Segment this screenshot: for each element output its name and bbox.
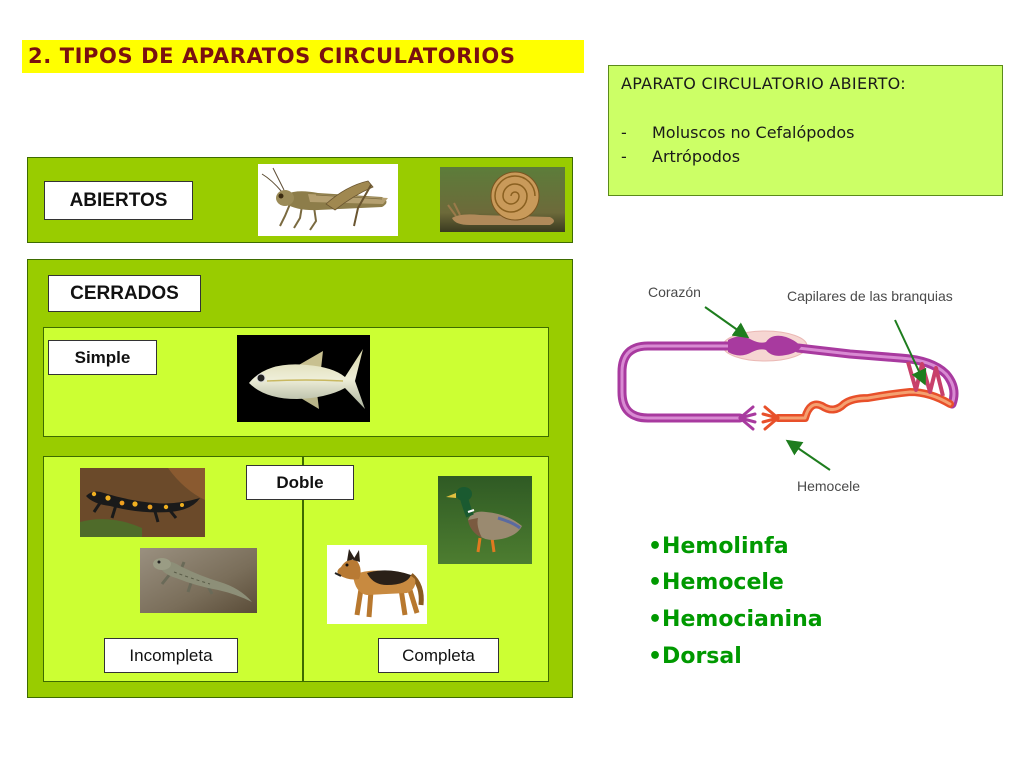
doble-divider bbox=[302, 456, 304, 682]
open-system-info-box: APARATO CIRCULATORIO ABIERTO: - Moluscos … bbox=[608, 65, 1003, 196]
fish-image bbox=[237, 335, 370, 422]
dog-image bbox=[327, 545, 427, 624]
snail-body bbox=[447, 202, 554, 225]
grasshopper-front-legs bbox=[279, 203, 318, 231]
info-heading: APARATO CIRCULATORIO ABIERTO: bbox=[621, 74, 906, 93]
info-item-text: Artrópodos bbox=[652, 147, 741, 166]
salamander-image bbox=[80, 468, 205, 537]
label-hemocele: Hemocele bbox=[797, 478, 861, 494]
vessel-return bbox=[774, 388, 954, 422]
label-corazon: Corazón bbox=[648, 284, 701, 300]
bullet-item: •Hemolinfa bbox=[648, 534, 789, 559]
simple-label: Simple bbox=[48, 340, 157, 375]
abiertos-label: ABIERTOS bbox=[44, 181, 193, 220]
grasshopper-hind-leg bbox=[325, 180, 374, 227]
lizard-image bbox=[140, 548, 257, 613]
list-dash: - bbox=[621, 147, 627, 166]
bullet-item: •Hemocianina bbox=[648, 607, 823, 632]
arrow-hemocele bbox=[785, 439, 831, 471]
lizard-body bbox=[153, 558, 252, 602]
heart bbox=[728, 335, 801, 356]
info-list-item: - Moluscos no Cefalópodos bbox=[621, 123, 854, 142]
pointer-arrows bbox=[704, 306, 927, 471]
slide-title: 2. TIPOS DE APARATOS CIRCULATORIOS bbox=[22, 40, 584, 73]
arrow-capilares bbox=[894, 319, 927, 386]
dog-body bbox=[334, 549, 424, 618]
bullet-item: •Hemocele bbox=[648, 570, 784, 595]
vessel-dorsal bbox=[617, 341, 959, 423]
info-item-text: Moluscos no Cefalópodos bbox=[652, 123, 855, 142]
leaf bbox=[168, 468, 205, 500]
duck-image bbox=[438, 476, 532, 564]
grasshopper-image bbox=[258, 164, 398, 236]
arrow-corazon bbox=[704, 306, 750, 339]
completa-label: Completa bbox=[378, 638, 499, 673]
doble-label: Doble bbox=[246, 465, 354, 500]
incompleta-label: Incompleta bbox=[104, 638, 238, 673]
fish-body bbox=[249, 349, 365, 409]
info-list-item: - Artrópodos bbox=[621, 147, 740, 166]
duck-body bbox=[446, 487, 522, 553]
right-capillaries bbox=[761, 405, 780, 431]
label-capilares: Capilares de las branquias bbox=[787, 288, 953, 304]
moss bbox=[80, 519, 142, 537]
left-capillaries bbox=[738, 405, 757, 431]
bullet-item: •Dorsal bbox=[648, 644, 742, 669]
grasshopper-antennae bbox=[261, 167, 285, 193]
list-dash: - bbox=[621, 123, 627, 142]
cerrados-label: CERRADOS bbox=[48, 275, 201, 312]
salamander-body bbox=[86, 491, 200, 523]
snail-image bbox=[440, 167, 565, 232]
open-circulation-diagram bbox=[617, 306, 959, 471]
snail-shell bbox=[490, 171, 540, 221]
